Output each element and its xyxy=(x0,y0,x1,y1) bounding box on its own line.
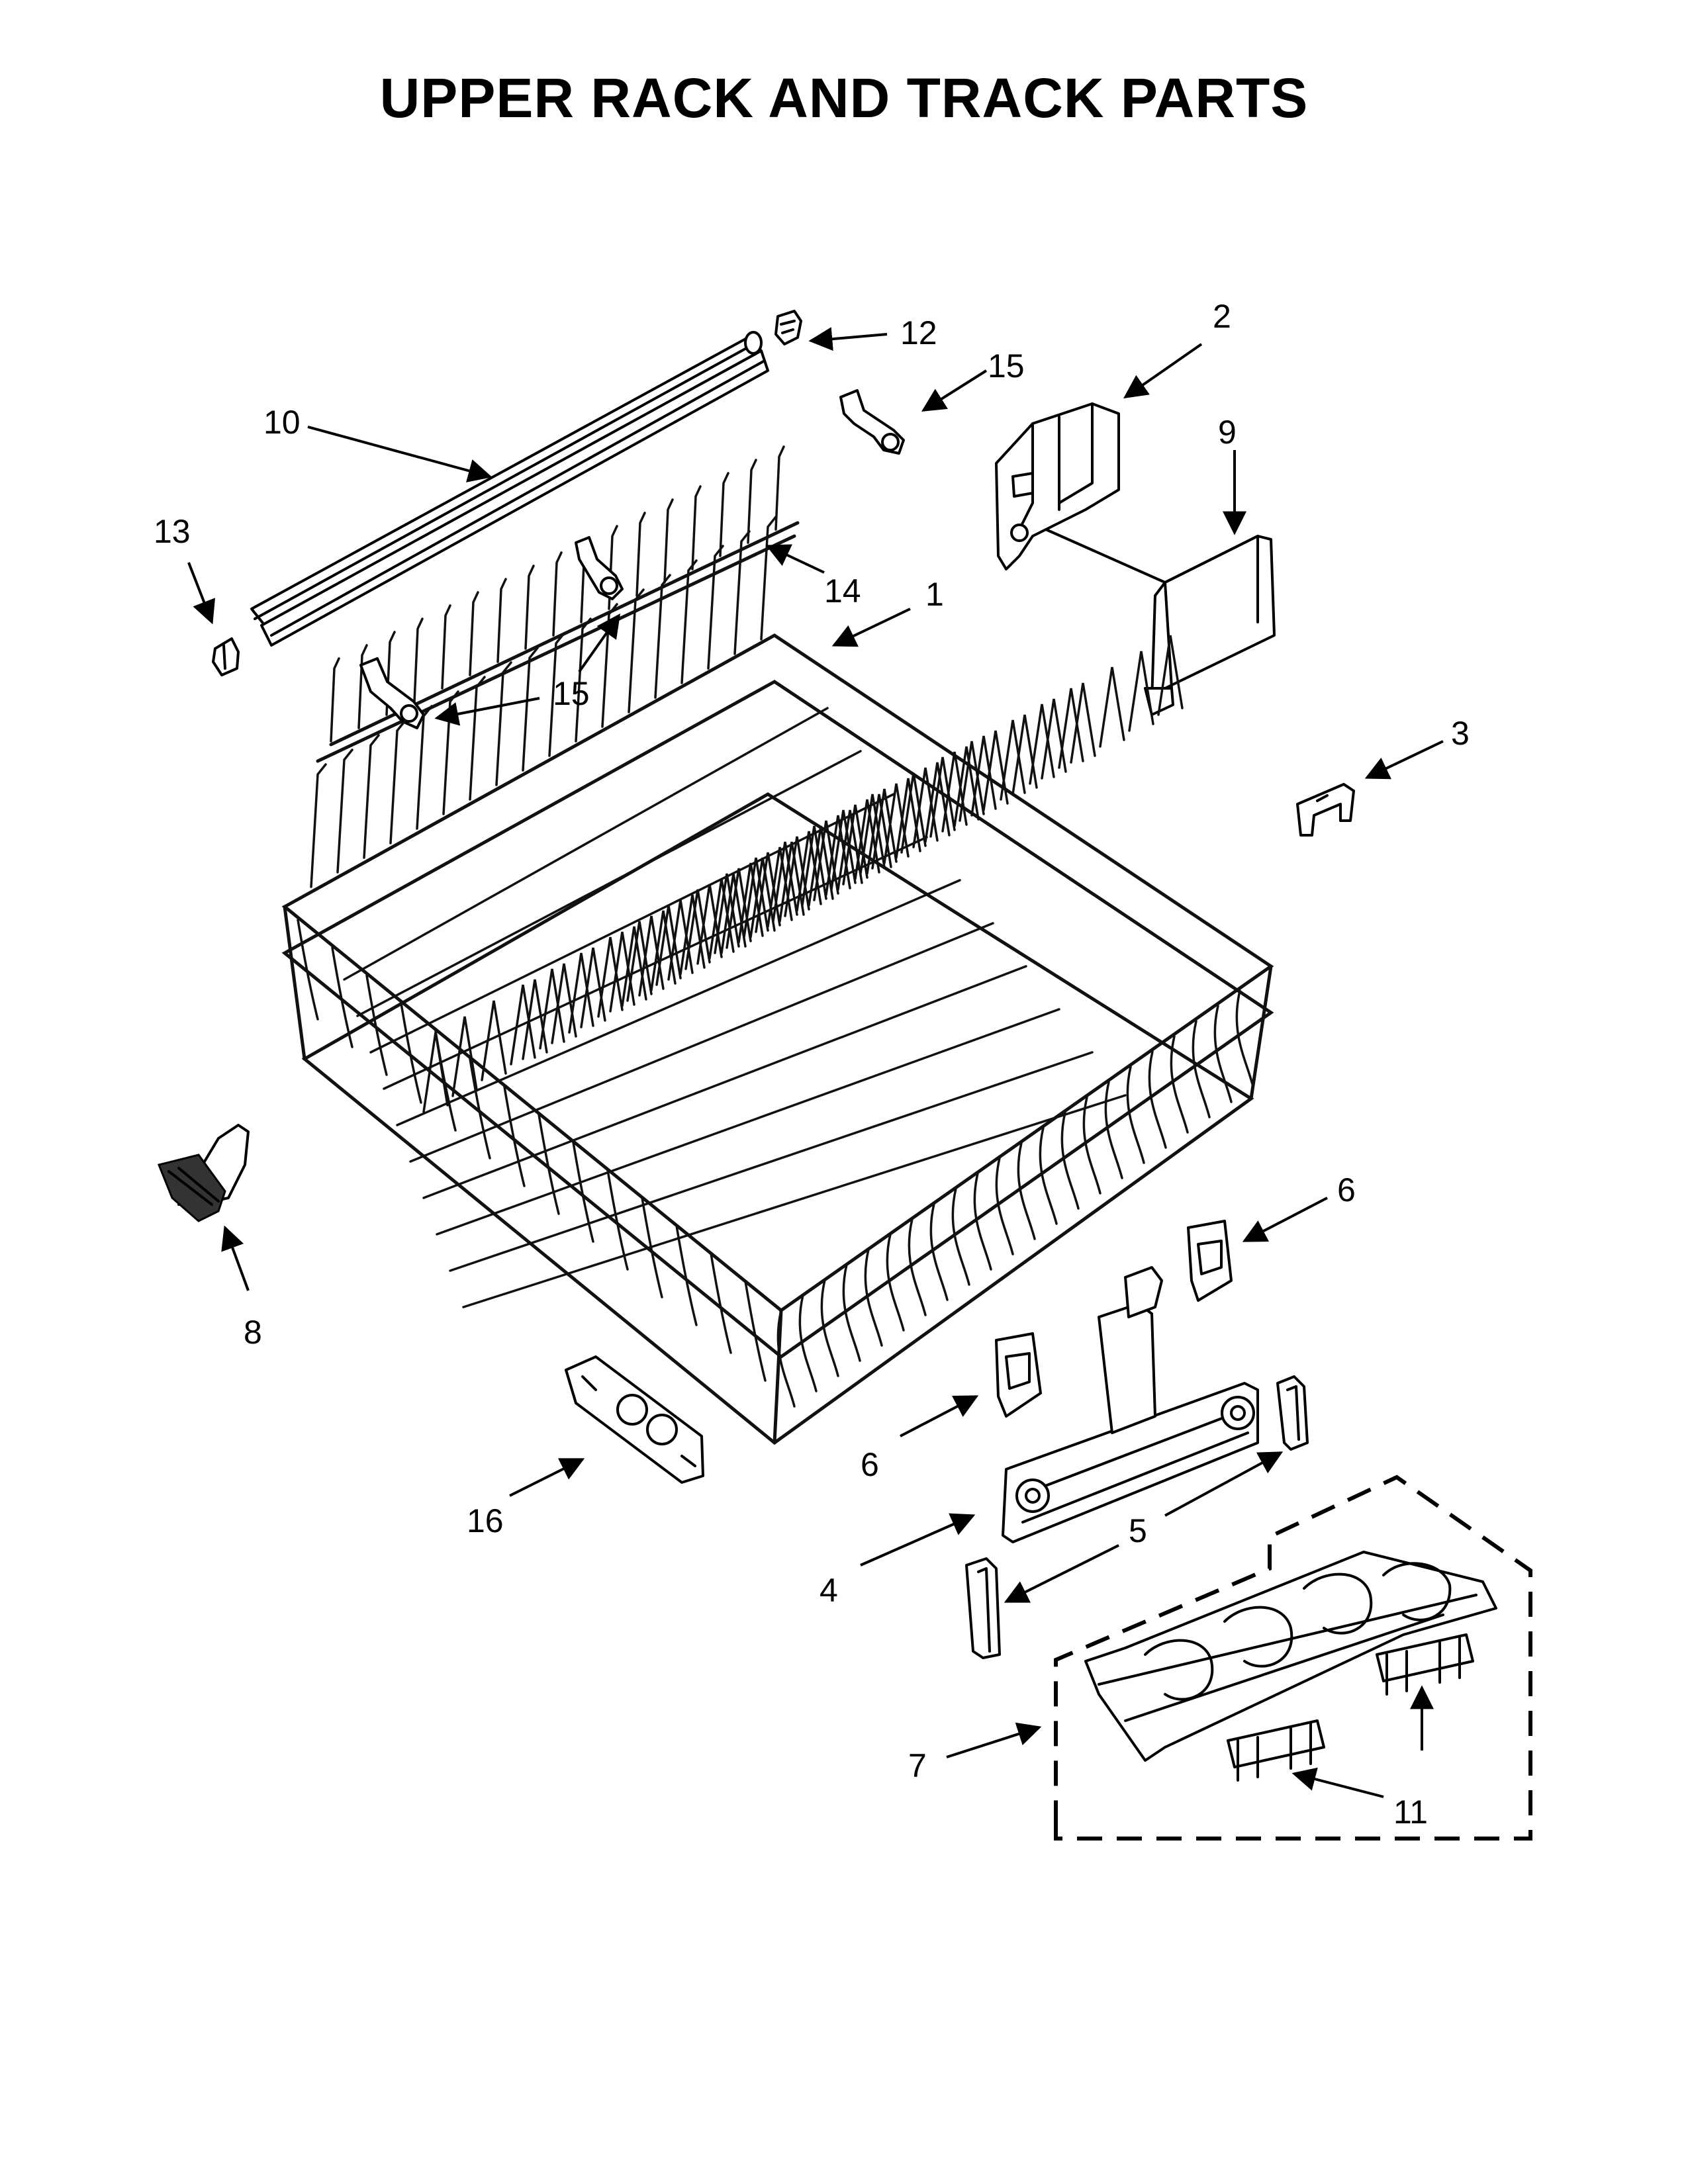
part-5-track-end xyxy=(965,1375,1309,1659)
part-3-clip xyxy=(1296,783,1355,837)
part-11-clips xyxy=(1227,1633,1474,1782)
part-13-end-cap xyxy=(212,637,240,676)
callout-11: 11 xyxy=(1393,1794,1428,1831)
part-1-rack xyxy=(281,516,1274,1445)
callout-15-top: 15 xyxy=(988,347,1025,385)
callout-1: 1 xyxy=(925,576,944,613)
part-15-clip-top xyxy=(839,389,905,455)
part-8-handle xyxy=(157,1124,250,1222)
part-6-clip-left xyxy=(995,1332,1042,1418)
callout-2: 2 xyxy=(1213,298,1231,335)
callout-3: 3 xyxy=(1451,715,1470,752)
leader-lines xyxy=(187,327,1444,1798)
part-6-clip-right xyxy=(1187,1220,1233,1302)
part-7-group xyxy=(1054,1475,1532,1841)
callout-7: 7 xyxy=(908,1747,927,1784)
page-title: UPPER RACK AND TRACK PARTS xyxy=(379,67,1309,129)
callout-6-right: 6 xyxy=(1337,1171,1356,1208)
callout-13: 13 xyxy=(154,513,191,550)
callout-10: 10 xyxy=(263,404,301,441)
part-9-panel xyxy=(1045,528,1276,716)
callout-15-bottom: 15 xyxy=(553,675,590,712)
callout-5: 5 xyxy=(1129,1512,1147,1549)
callout-4: 4 xyxy=(820,1572,838,1609)
callout-16: 16 xyxy=(467,1502,504,1539)
callout-labels: 1 2 3 4 5 6 6 7 8 9 10 11 12 13 14 15 15… xyxy=(154,298,1470,1831)
callout-6-left: 6 xyxy=(861,1446,879,1483)
callout-9: 9 xyxy=(1218,414,1237,451)
part-4-track xyxy=(1002,1266,1259,1543)
callout-12: 12 xyxy=(900,314,937,351)
part-10-rail xyxy=(250,331,769,647)
part-15-clip-bottom xyxy=(359,536,624,729)
part-12-clip xyxy=(774,310,802,345)
callout-14: 14 xyxy=(824,572,861,610)
callout-8: 8 xyxy=(244,1314,262,1351)
part-14-tine-row xyxy=(316,445,800,763)
part-16-adjuster xyxy=(565,1355,704,1484)
part-2-bracket xyxy=(995,402,1120,570)
